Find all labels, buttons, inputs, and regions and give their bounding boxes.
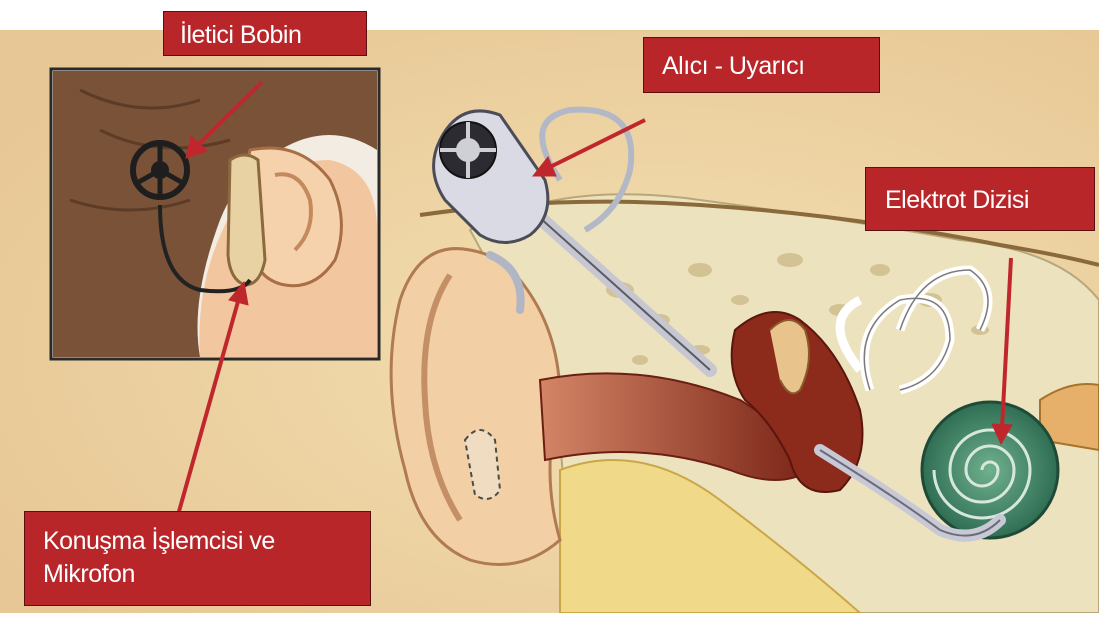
label-iletici-bobin: İletici Bobin [163, 11, 367, 56]
inset-panel [51, 69, 379, 359]
label-alici-uyarici: Alıcı - Uyarıcı [643, 37, 880, 93]
label-elektrot-dizisi: Elektrot Dizisi [865, 167, 1095, 231]
label-konusma-islemcisi: Konuşma İşlemcisi ve Mikrofon [24, 511, 371, 606]
inset-processor [228, 155, 265, 285]
label-konusma-line2: Mikrofon [43, 558, 370, 591]
label-konusma-line1: Konuşma İşlemcisi ve [43, 525, 370, 558]
